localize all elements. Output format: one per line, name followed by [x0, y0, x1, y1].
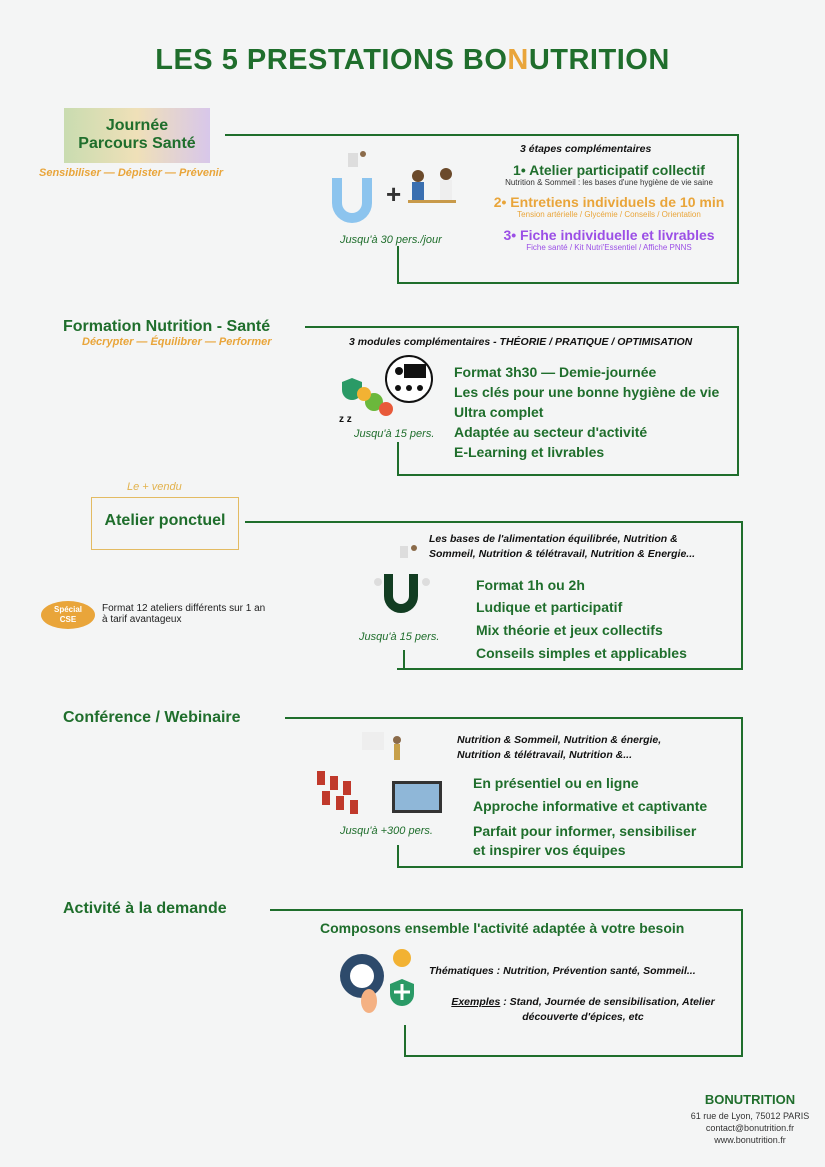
section-title: Parcours Santé	[78, 135, 196, 152]
website-link[interactable]: www.bonutrition.fr	[714, 1135, 786, 1145]
workshop-illustration-icon	[374, 545, 430, 613]
training-illustration-icon: z z	[339, 355, 433, 425]
section-header: Nutrition & Sommeil, Nutrition & énergie…	[457, 734, 662, 746]
section-frame	[397, 326, 739, 476]
section-title: Journée	[105, 117, 169, 134]
section-title: Conférence / Webinaire	[63, 709, 241, 726]
frame-left-edge	[397, 246, 399, 284]
atelier-title-card: Atelier ponctuel	[91, 497, 239, 550]
feature-item: E-Learning et livrables	[454, 444, 605, 460]
section-header: Les bases de l'alimentation équilibrée, …	[429, 533, 678, 545]
connector-line	[285, 717, 743, 719]
custom-activity-illustration-icon	[340, 949, 414, 1013]
frame-left-edge	[397, 845, 399, 868]
section-header: Nutrition & télétravail, Nutrition &...	[457, 749, 633, 761]
svg-text:z z: z z	[339, 414, 352, 425]
workshop-illustration-icon: +	[332, 151, 456, 223]
examples-text: : Stand, Journée de sensibilisation, Ate…	[500, 996, 715, 1008]
capacity-label: Jusqu'à 15 pers.	[359, 631, 440, 643]
feature-item: En présentiel ou en ligne	[473, 775, 639, 791]
connector-line	[245, 521, 743, 523]
connector-line	[305, 326, 739, 328]
capacity-label: Jusqu'à 30 pers./jour	[340, 234, 442, 246]
examples-label: Exemples	[451, 996, 501, 1008]
feature-item: Format 3h30 — Demie-journée	[454, 364, 657, 380]
feature-item: Ultra complet	[454, 404, 544, 420]
section-frame	[397, 521, 743, 670]
step-detail: Nutrition & Sommeil : les bases d'une hy…	[505, 178, 713, 187]
feature-item: Conseils simples et applicables	[476, 645, 687, 661]
bestseller-label: Le + vendu	[127, 481, 182, 493]
frame-left-edge	[404, 1025, 406, 1057]
frame-left-edge	[397, 442, 399, 476]
address: 61 rue de Lyon, 75012 PARIS	[690, 1111, 810, 1121]
capacity-label: Jusqu'à +300 pers.	[340, 825, 433, 837]
cse-offer-text: Format 12 ateliers différents sur 1 an	[102, 603, 266, 614]
conference-illustration-icon	[317, 732, 442, 814]
journee-title-card: Journée Parcours Santé	[64, 108, 210, 163]
email-link[interactable]: contact@bonutrition.fr	[705, 1123, 795, 1133]
step-title: 2• Entretiens individuels de 10 min	[493, 194, 725, 210]
section-title: Atelier ponctuel	[104, 512, 226, 529]
tagline: Sensibiliser — Dépister — Prévenir	[39, 167, 224, 179]
frame-left-edge	[403, 650, 405, 670]
step-title: 3• Fiche individuelle et livrables	[503, 227, 715, 243]
section-header: 3 modules complémentaires - THÉORIE / PR…	[349, 336, 693, 348]
step-title: 1• Atelier participatif collectif	[513, 162, 705, 178]
feature-item: Parfait pour informer, sensibiliser	[473, 823, 697, 839]
examples-text: découverte d'épices, etc	[522, 1011, 644, 1023]
step-detail: Tension artérielle / Glycémie / Conseils…	[517, 210, 701, 219]
tagline: Décrypter — Équilibrer — Performer	[82, 336, 272, 348]
section-header: Sommeil, Nutrition & télétravail, Nutrit…	[429, 548, 696, 560]
section-frame	[397, 717, 743, 868]
themes-text: Thématiques : Nutrition, Prévention sant…	[429, 965, 696, 977]
feature-item: Adaptée au secteur d'activité	[454, 424, 648, 440]
feature-item: Mix théorie et jeux collectifs	[476, 622, 663, 638]
section-title: Activité à la demande	[63, 900, 227, 917]
capacity-label: Jusqu'à 15 pers.	[354, 428, 435, 440]
page-title: LES 5 PRESTATIONS BONUTRITION	[155, 44, 670, 76]
section-header: 3 étapes complémentaires	[520, 143, 652, 155]
svg-text:+: +	[386, 179, 401, 209]
section-frame	[404, 909, 743, 1057]
connector-line	[270, 909, 743, 911]
step-detail: Fiche santé / Kit Nutri'Essentiel / Affi…	[526, 243, 692, 252]
section-title: Formation Nutrition - Santé	[63, 318, 271, 335]
feature-item: Ludique et participatif	[476, 599, 623, 615]
feature-item: et inspirer vos équipes	[473, 842, 626, 858]
section-header: Composons ensemble l'activité adaptée à …	[320, 920, 685, 936]
cse-offer-text: à tarif avantageux	[102, 614, 182, 625]
feature-item: Format 1h ou 2h	[476, 577, 585, 593]
connector-line	[225, 134, 739, 136]
section-frame	[397, 134, 739, 284]
brand-logo: BONUTRITION	[704, 1092, 796, 1107]
feature-item: Approche informative et captivante	[473, 798, 708, 814]
feature-item: Les clés pour une bonne hygiène de vie	[454, 384, 720, 400]
